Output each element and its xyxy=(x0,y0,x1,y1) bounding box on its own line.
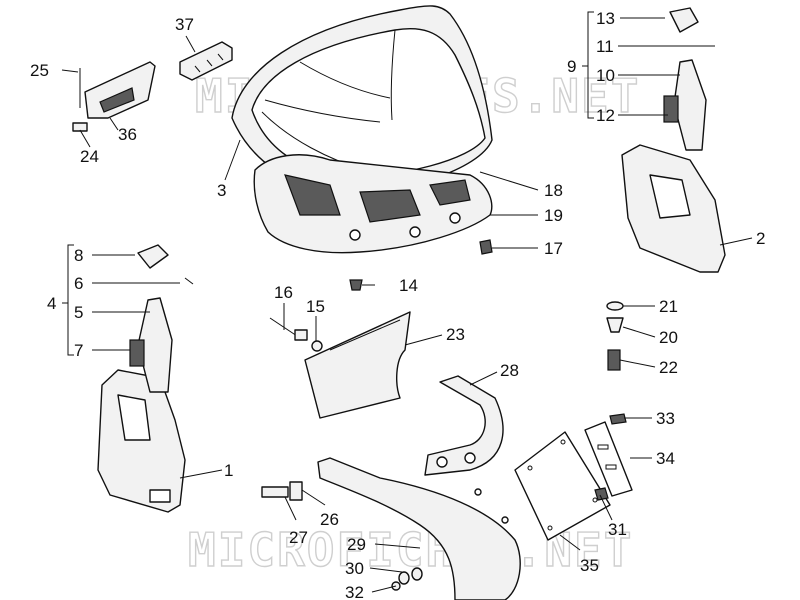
callout-6: 6 xyxy=(74,274,83,293)
rubber-block-part-37 xyxy=(179,41,233,81)
callout-23: 23 xyxy=(446,325,465,344)
washers-parts-30-32 xyxy=(391,567,423,591)
mounting-plate-part-35 xyxy=(514,431,611,541)
right-inner-panel-part-2 xyxy=(621,144,726,273)
callout-4: 4 xyxy=(47,294,56,313)
callout-24: 24 xyxy=(80,147,99,166)
small-cover-part-36 xyxy=(72,61,156,132)
headlamp-housing-part-19 xyxy=(253,154,493,254)
left-inner-panel-part-1 xyxy=(97,369,186,513)
callout-25: 25 xyxy=(30,61,49,80)
callout-18: 18 xyxy=(544,181,563,200)
callout-22: 22 xyxy=(659,358,678,377)
callout-14: 14 xyxy=(399,276,418,295)
callout-1: 1 xyxy=(224,461,233,480)
callout-17: 17 xyxy=(544,239,563,258)
watermark-bottom: MICROFICHES.NET xyxy=(188,523,633,577)
bolt-part-16 xyxy=(269,317,323,352)
callout-10: 10 xyxy=(596,66,615,85)
callout-30: 30 xyxy=(345,559,364,578)
bracket-plate-part-34 xyxy=(584,421,633,497)
callout-28: 28 xyxy=(500,361,519,380)
callout-8: 8 xyxy=(74,246,83,265)
callout-35: 35 xyxy=(580,556,599,575)
bracket-group-4 xyxy=(67,244,74,356)
callout-21: 21 xyxy=(659,297,678,316)
callout-9: 9 xyxy=(567,57,576,76)
bolt-stack-parts-20-22 xyxy=(606,301,624,371)
callout-16: 16 xyxy=(274,283,293,302)
callout-20: 20 xyxy=(659,328,678,347)
fender-bracket-part-28 xyxy=(424,375,504,476)
left-hinge-assembly xyxy=(129,244,194,393)
callout-labels: 1 2 3 4 5 6 7 8 9 10 11 12 13 14 15 16 1… xyxy=(30,9,765,600)
callout-26: 26 xyxy=(320,510,339,529)
callout-2: 2 xyxy=(756,229,765,248)
callout-5: 5 xyxy=(74,303,83,322)
leader-lines xyxy=(61,17,753,593)
callout-31: 31 xyxy=(608,520,627,539)
plate-part-23 xyxy=(304,311,411,419)
callout-36: 36 xyxy=(118,125,137,144)
screws-misc xyxy=(349,239,627,501)
screw-part-27 xyxy=(261,481,303,501)
callout-34: 34 xyxy=(656,449,675,468)
front-shield-part-3 xyxy=(231,5,493,193)
callout-19: 19 xyxy=(544,206,563,225)
callout-37: 37 xyxy=(175,15,194,34)
callout-12: 12 xyxy=(596,106,615,125)
callout-3: 3 xyxy=(217,181,226,200)
right-hinge-assembly xyxy=(663,7,707,151)
callout-29: 29 xyxy=(347,535,366,554)
callout-33: 33 xyxy=(656,409,675,428)
bracket-group-9 xyxy=(587,11,594,119)
callout-7: 7 xyxy=(74,341,83,360)
callout-32: 32 xyxy=(345,583,364,600)
callout-15: 15 xyxy=(306,297,325,316)
callout-27: 27 xyxy=(289,528,308,547)
callout-13: 13 xyxy=(596,9,615,28)
callout-11: 11 xyxy=(596,37,614,56)
